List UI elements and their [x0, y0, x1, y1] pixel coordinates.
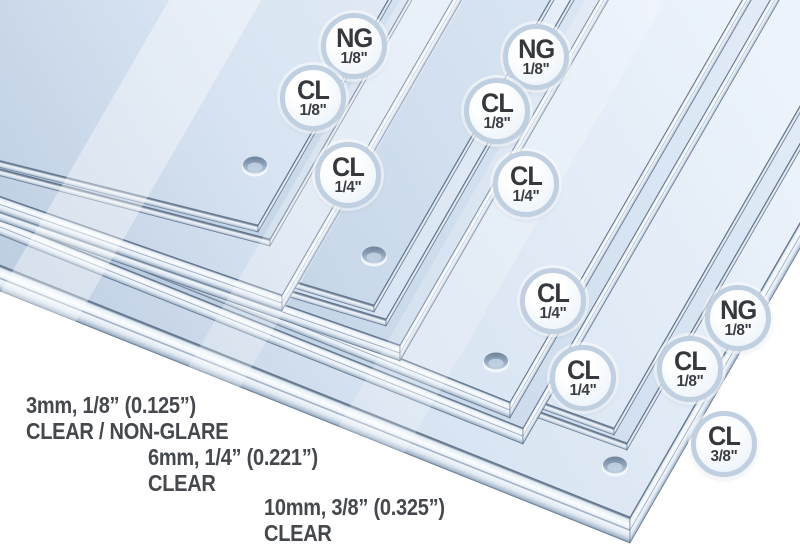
- badge-glass-size: 1/8": [676, 372, 704, 390]
- thickness-label-3mm-finish: CLEAR / NON-GLARE: [26, 418, 229, 444]
- badge-glass-size: 1/4": [512, 187, 540, 205]
- badge-glass-size: 1/8": [299, 101, 327, 119]
- thickness-badge: CL 3/8": [691, 411, 757, 477]
- thickness-badge: NG 1/8": [321, 13, 387, 79]
- badge-glass-size: 1/8": [724, 321, 752, 339]
- badge-glass-type: CL: [481, 87, 514, 118]
- thickness-badge: CL 1/4": [315, 142, 381, 208]
- thickness-label-10mm: 10mm, 3/8” (0.325”) CLEAR: [264, 494, 445, 546]
- thickness-label-6mm-size: 6mm, 1/4” (0.221”): [148, 444, 318, 470]
- badge-glass-size: 1/4": [334, 178, 362, 196]
- badge-glass-type: CL: [510, 160, 543, 191]
- badge-glass-type: CL: [674, 345, 707, 376]
- badge-glass-type: CL: [567, 354, 600, 385]
- thickness-badge: CL 1/4": [520, 268, 586, 334]
- badge-glass-type: NG: [517, 33, 555, 64]
- thickness-label-10mm-size: 10mm, 3/8” (0.325”): [264, 494, 445, 520]
- drill-hole: [483, 352, 509, 373]
- thickness-badge: NG 1/8": [503, 24, 569, 90]
- thickness-label-3mm-size: 3mm, 1/8” (0.125”): [26, 392, 196, 418]
- thickness-badge: NG 1/8": [705, 285, 771, 351]
- badge-glass-type: NG: [719, 294, 757, 325]
- thickness-label-6mm-finish: CLEAR: [148, 470, 216, 496]
- drill-hole: [242, 156, 268, 177]
- thickness-badge: CL 1/4": [493, 151, 559, 217]
- badge-glass-size: 1/4": [569, 381, 597, 399]
- badge-glass-type: CL: [537, 277, 570, 308]
- badge-glass-size: 1/8": [483, 114, 511, 132]
- badge-glass-size: 1/8": [522, 60, 550, 78]
- drill-hole: [602, 456, 628, 477]
- thickness-badge: CL 1/8": [657, 336, 723, 402]
- badge-glass-type: CL: [332, 151, 365, 182]
- badge-glass-type: NG: [335, 22, 373, 53]
- drill-hole: [361, 246, 387, 267]
- badge-glass-type: CL: [708, 420, 741, 451]
- thickness-label-6mm: 6mm, 1/4” (0.221”) CLEAR: [148, 444, 318, 496]
- badge-glass-size: 3/8": [710, 447, 738, 465]
- thickness-label-3mm: 3mm, 1/8” (0.125”) CLEAR / NON-GLARE: [26, 392, 229, 444]
- thickness-badge: CL 1/8": [464, 78, 530, 144]
- thickness-badge: CL 1/4": [550, 345, 616, 411]
- badge-glass-size: 1/8": [340, 49, 368, 67]
- thickness-badge: CL 1/8": [280, 65, 346, 131]
- thickness-label-10mm-finish: CLEAR: [264, 520, 332, 546]
- badge-glass-size: 1/4": [539, 304, 567, 322]
- badge-glass-type: CL: [297, 74, 330, 105]
